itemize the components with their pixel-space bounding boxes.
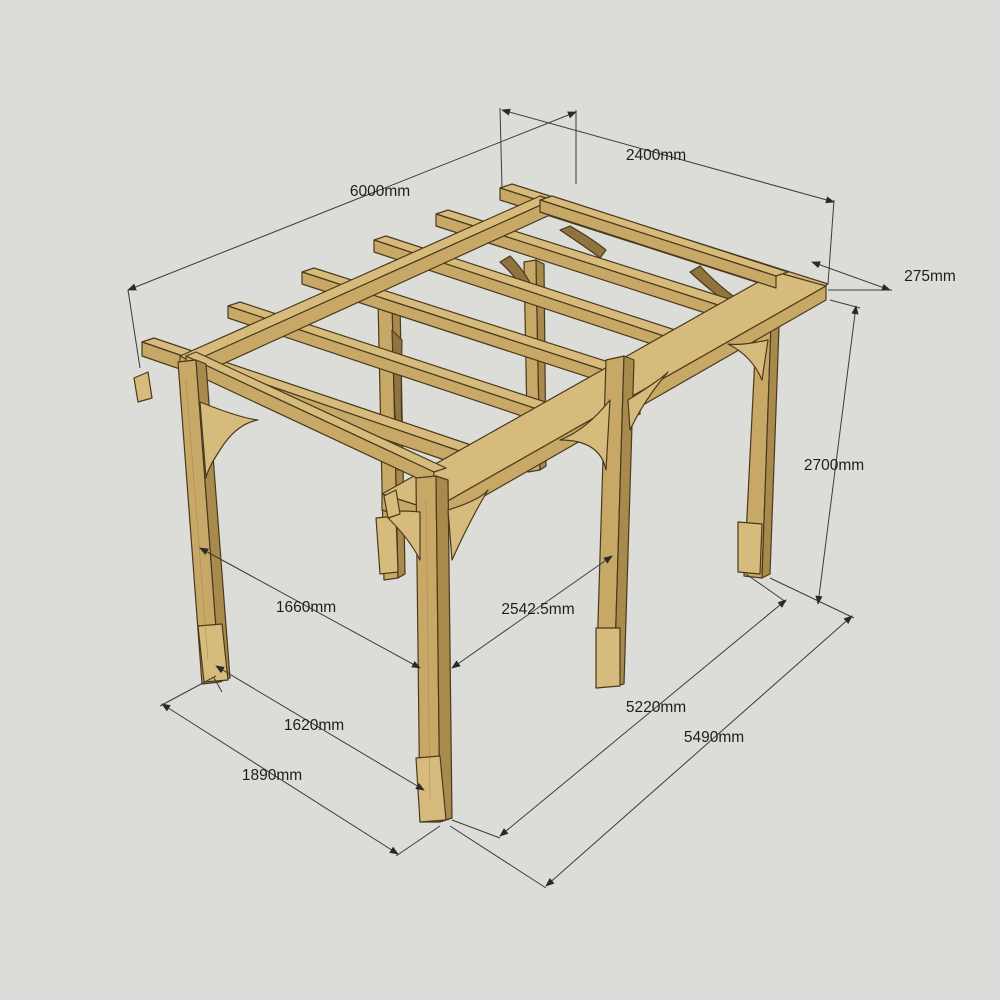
brace-right-post (727, 339, 769, 381)
brace-left-post (199, 401, 259, 479)
label-outer-post-width: 1890mm (242, 767, 302, 784)
label-height: 2700mm (804, 457, 864, 474)
pergola-structure (133, 183, 829, 823)
label-inner-post-gap-side: 1620mm (284, 717, 344, 734)
label-outer-length: 5490mm (684, 729, 744, 746)
label-diagonal-post-span: 2542.5mm (501, 601, 574, 618)
label-inner-length: 5220mm (626, 699, 686, 716)
label-inner-post-gap-front: 1660mm (276, 599, 336, 616)
label-overall-width: 2400mm (626, 147, 686, 164)
brace-corner-right (447, 489, 489, 561)
brace-middle-right (627, 371, 669, 431)
dimension-labels: 6000mm 2400mm 275mm 2700mm 1660mm 2542.5… (242, 147, 956, 784)
label-overall-length: 6000mm (350, 183, 410, 200)
rafter-end-2 (383, 489, 401, 519)
brace-middle-left (559, 399, 611, 471)
label-overhang: 275mm (904, 268, 956, 285)
rafter-end-1 (133, 371, 153, 403)
dimension-lines (127, 107, 892, 889)
front-corner-post (415, 475, 453, 823)
